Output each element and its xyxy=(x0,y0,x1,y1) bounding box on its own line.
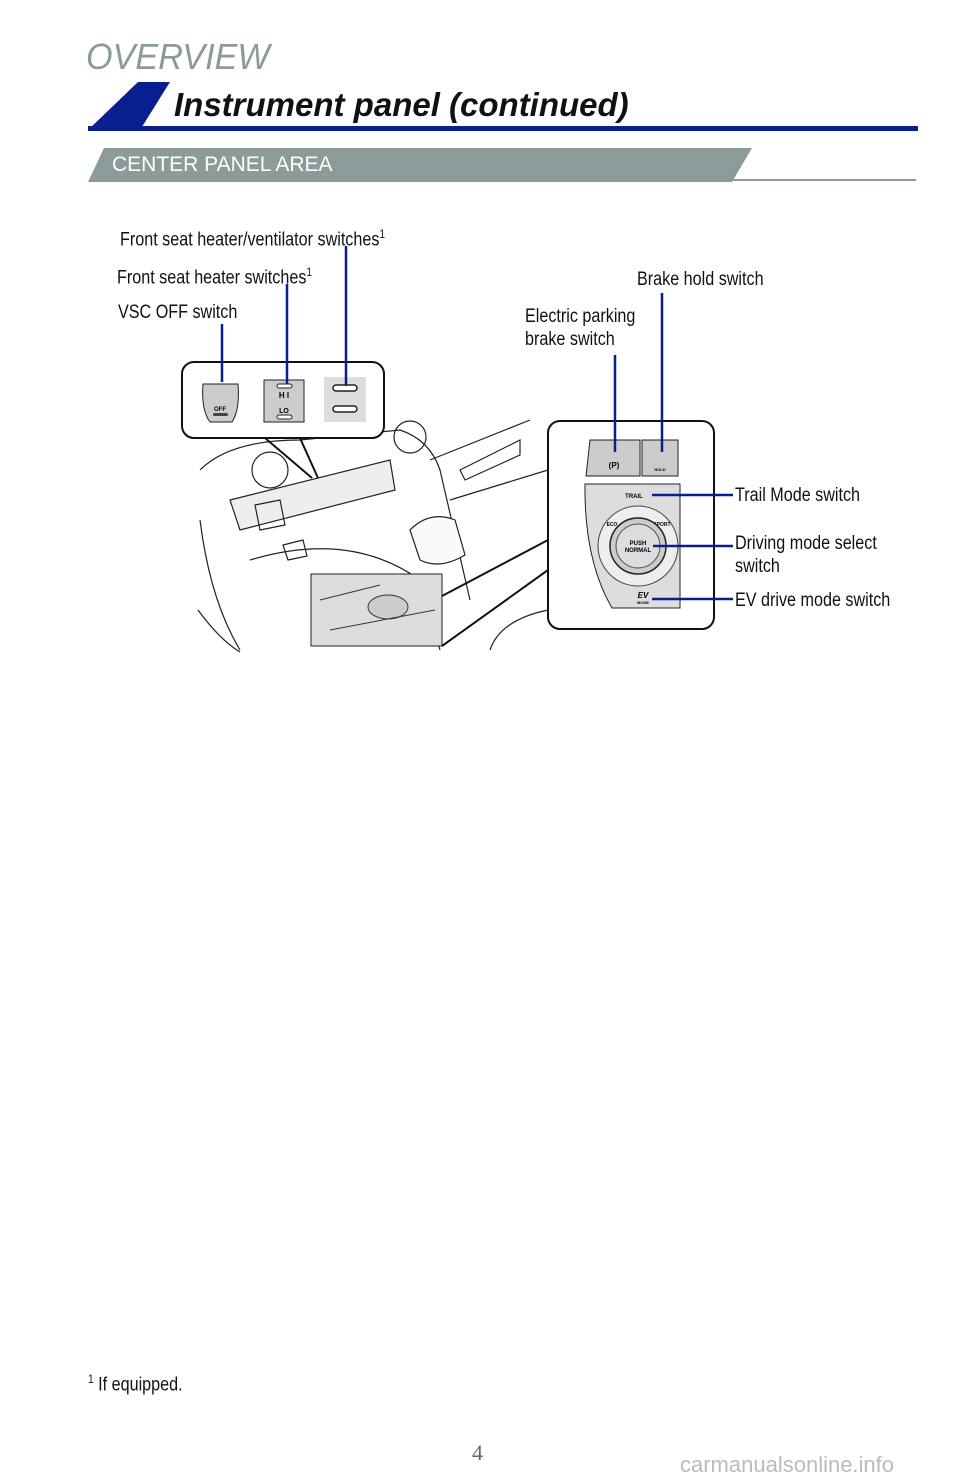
label-front-seat-heater-ventilator: Front seat heater/ventilator switches1 xyxy=(120,227,386,251)
center-panel-illustration: OFF H I LO (P) HOLD TRAIL ECO SPORT PUSH… xyxy=(181,246,733,653)
seat-switch-callout-box: OFF H I LO xyxy=(181,361,385,439)
label-trail-mode: Trail Mode switch xyxy=(735,485,861,506)
watermark: carmanualsonline.info xyxy=(680,1452,895,1477)
vsc-off-switch xyxy=(202,383,239,423)
svg-text:LO: LO xyxy=(279,408,289,415)
electric-parking-brake-switch xyxy=(585,439,641,477)
label-vsc-off: VSC OFF switch xyxy=(118,302,238,323)
svg-text:H I: H I xyxy=(279,391,289,400)
svg-text:EV: EV xyxy=(638,591,649,600)
brake-hold-switch xyxy=(641,439,679,477)
subsection-title: CENTER PANEL AREA xyxy=(112,153,333,176)
drive-switch-callout-box: (P) HOLD TRAIL ECO SPORT PUSH NORMAL EV … xyxy=(547,420,715,630)
page-number: 4 xyxy=(472,1440,483,1465)
page-title: Instrument panel (continued) xyxy=(174,86,629,123)
svg-text:TRAIL: TRAIL xyxy=(625,494,643,500)
svg-text:ECO: ECO xyxy=(607,522,618,528)
svg-text:PUSH: PUSH xyxy=(630,541,647,547)
svg-text:MODE: MODE xyxy=(637,600,649,605)
svg-text:HOLD: HOLD xyxy=(654,467,665,472)
subsection-bar xyxy=(88,148,916,182)
label-ev-drive-mode: EV drive mode switch xyxy=(735,590,891,611)
svg-text:SPORT: SPORT xyxy=(653,522,670,528)
svg-text:(P): (P) xyxy=(609,461,620,470)
label-front-seat-heater: Front seat heater switches1 xyxy=(117,265,313,289)
title-bar-graphic xyxy=(88,82,918,131)
section-title: OVERVIEW xyxy=(86,36,270,77)
svg-text:NORMAL: NORMAL xyxy=(625,548,652,554)
svg-text:OFF: OFF xyxy=(214,407,226,413)
footnote: 1 If equipped. xyxy=(88,1372,183,1396)
label-brake-hold: Brake hold switch xyxy=(637,269,764,290)
